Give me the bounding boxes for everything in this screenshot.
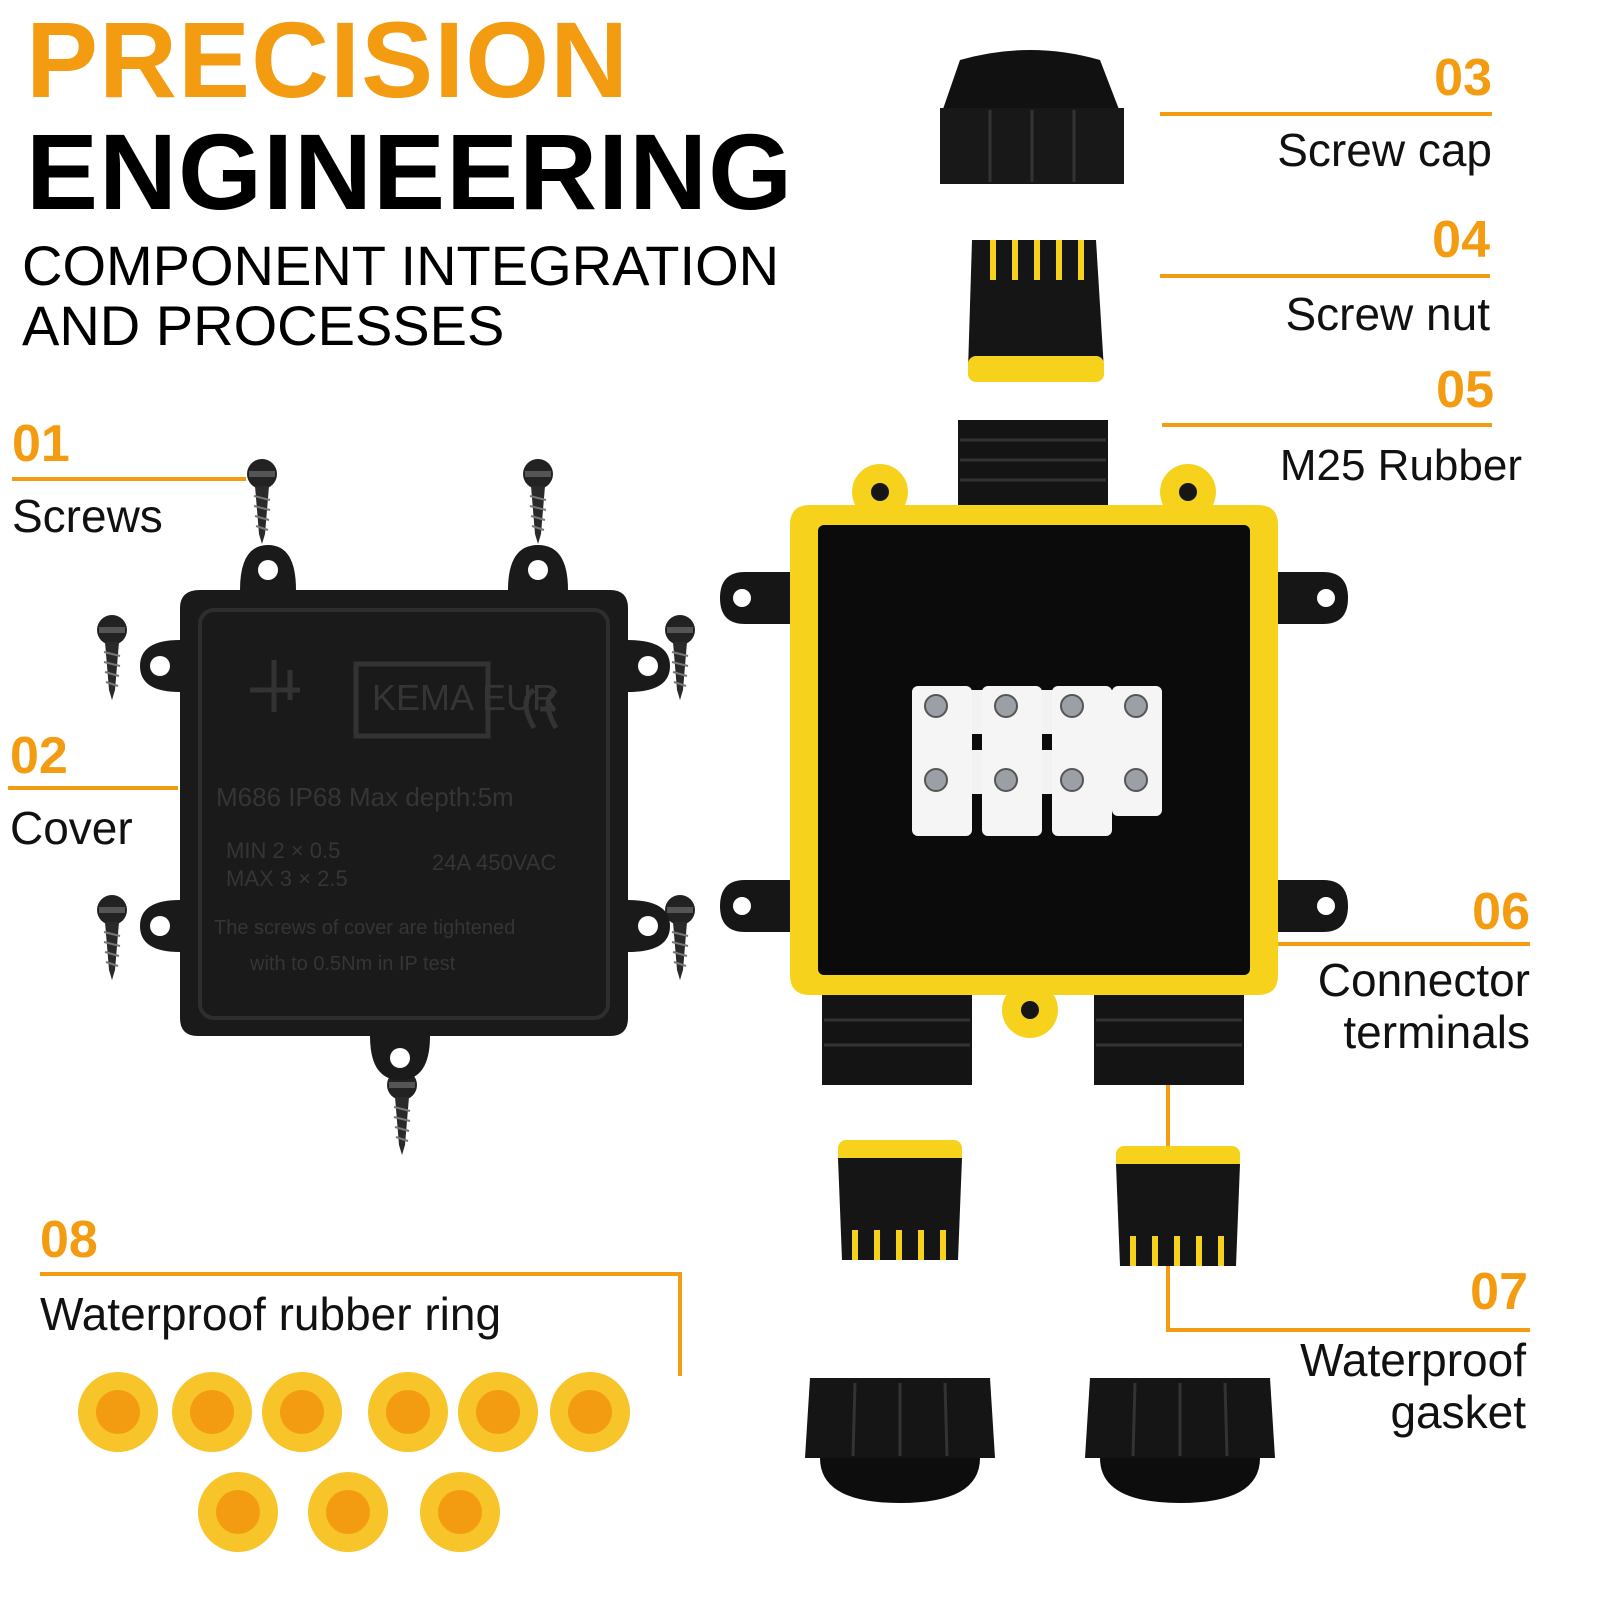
label-07-number: 07 — [1470, 1263, 1528, 1321]
cover-rating: 24A 450VAC — [432, 850, 556, 875]
label-08-number: 08 — [40, 1211, 98, 1269]
label-02-number: 02 — [10, 727, 68, 785]
subheadline-line-1: COMPONENT INTEGRATION — [22, 234, 780, 297]
cover: KEMA EUR M686 IP68 Max depth:5m MIN 2 × … — [140, 545, 670, 1080]
label-07-text: Waterproof gasket — [1300, 1334, 1526, 1438]
label-04-text: Screw nut — [1285, 288, 1490, 340]
label-02-text: Cover — [10, 802, 133, 854]
label-06-text: Connector terminals — [1318, 954, 1530, 1058]
waterproof-rubber-rings — [78, 1372, 630, 1552]
label-05-text: M25 Rubber — [1279, 441, 1522, 490]
bottom-screw-nuts — [838, 1140, 1240, 1266]
label-06-number: 06 — [1472, 883, 1530, 941]
label-01-number: 01 — [12, 415, 70, 473]
bottom-screw-caps — [803, 1376, 1277, 1505]
label-07-text-line-1: Waterproof — [1300, 1334, 1526, 1386]
label-01-text: Screws — [12, 490, 163, 542]
cover-note-1: The screws of cover are tightened — [214, 917, 515, 939]
cover-note-2: with to 0.5Nm in IP test — [249, 953, 456, 975]
label-07-text-line-2: gasket — [1390, 1386, 1526, 1438]
cover-max: MAX 3 × 2.5 — [226, 866, 348, 891]
label-06-text-line-1: Connector — [1317, 954, 1530, 1006]
top-screw-nut — [968, 240, 1104, 382]
label-05-number: 05 — [1436, 361, 1494, 419]
headline-engineering: ENGINEERING — [26, 111, 794, 232]
label-06-text-line-2: terminals — [1343, 1006, 1530, 1058]
cover-brand: KEMA EUR — [372, 677, 558, 718]
top-screw-cap — [940, 50, 1124, 184]
cover-line-1: M686 IP68 Max depth:5m — [216, 782, 514, 812]
label-03-number: 03 — [1434, 49, 1492, 107]
headline-precision: PRECISION — [26, 0, 630, 120]
label-03-text: Screw cap — [1277, 124, 1492, 176]
label-04-number: 04 — [1432, 211, 1490, 269]
connector-terminals — [912, 686, 1162, 836]
subheadline-line-2: AND PROCESSES — [22, 294, 505, 357]
subheadline: COMPONENT INTEGRATION AND PROCESSES — [22, 236, 779, 356]
label-08-text: Waterproof rubber ring — [40, 1288, 502, 1340]
cover-min: MIN 2 × 0.5 — [226, 838, 340, 863]
